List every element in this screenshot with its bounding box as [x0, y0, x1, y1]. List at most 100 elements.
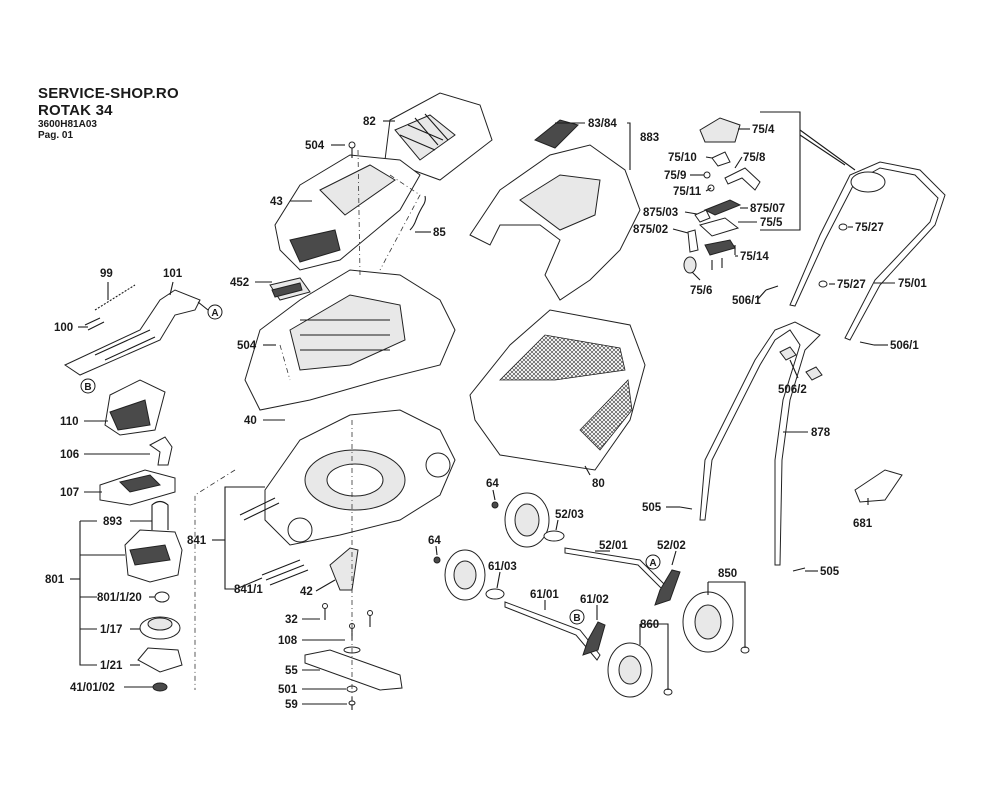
- label-1-17: 1/17: [100, 624, 122, 636]
- label-875-07: 875/07: [750, 203, 785, 215]
- label-883: 883: [640, 132, 659, 144]
- label-452: 452: [230, 277, 249, 289]
- part-83-84-handle-cover: [534, 119, 579, 149]
- part-52-01-axle: [564, 547, 666, 591]
- part-107-plate: [99, 469, 176, 506]
- label-75-27-lower: 75/27: [837, 279, 866, 291]
- label-878: 878: [811, 427, 831, 439]
- leader-lines: [70, 120, 895, 705]
- label-52-01: 52/01: [599, 540, 628, 552]
- label-506-1-mid: 506/1: [732, 295, 761, 307]
- part-64-nut-a: [491, 501, 499, 509]
- part-52-02-lever: [654, 569, 681, 606]
- part-32-screws: [322, 603, 373, 627]
- part-75-14-bracket: [704, 239, 736, 256]
- label-42: 42: [300, 586, 313, 598]
- label-875-02: 875/02: [633, 224, 668, 236]
- callout-a-top: A: [207, 304, 223, 320]
- part-101-height-lever: [63, 289, 201, 376]
- label-43: 43: [270, 196, 283, 208]
- label-59: 59: [285, 699, 298, 711]
- part-875-07-cable: [703, 199, 742, 216]
- part-75-6-plug: [683, 256, 697, 274]
- label-85: 85: [433, 227, 446, 239]
- label-75-11: 75/11: [673, 186, 702, 198]
- part-860-wheel: [607, 642, 673, 698]
- part-61-03-bushing: [485, 588, 505, 600]
- alignment-lines: [194, 111, 856, 705]
- label-75-27-upper: 75/27: [855, 222, 884, 234]
- label-75-4: 75/4: [752, 124, 775, 136]
- label-1-21: 1/21: [100, 660, 123, 672]
- part-110-cover: [104, 379, 166, 436]
- part-wheel-rear-left: [504, 492, 550, 548]
- part-75-27-cap-b: [818, 280, 828, 288]
- part-55-blade: [304, 649, 403, 691]
- model-name: ROTAK 34: [38, 102, 113, 119]
- label-64-a: 64: [486, 478, 499, 490]
- part-106-bracket: [149, 436, 173, 466]
- part-875-03-clamp: [694, 209, 711, 223]
- label-801: 801: [45, 574, 65, 586]
- svg-text:B: B: [573, 613, 580, 624]
- label-61-02: 61/02: [580, 594, 609, 606]
- part-85-spring: [409, 195, 426, 231]
- part-75-10-switch: [711, 151, 731, 167]
- label-501: 501: [278, 684, 298, 696]
- label-75-8: 75/8: [743, 152, 766, 164]
- label-505-left: 505: [642, 502, 662, 514]
- part-875-02-cable: [687, 229, 699, 253]
- label-505-right: 505: [820, 566, 840, 578]
- part-82-top-cover: [384, 92, 493, 181]
- part-841-1-comb-upper: [239, 497, 280, 521]
- part-505-screw-a: [679, 506, 693, 510]
- part-878-lower-handle: [699, 321, 821, 566]
- label-75-10: 75/10: [668, 152, 697, 164]
- label-107: 107: [60, 487, 79, 499]
- part-75-4-switch-cover: [699, 117, 741, 143]
- label-32: 32: [285, 614, 298, 626]
- part-41-01-02-washer: [152, 682, 168, 692]
- part-wheel-front-left: [444, 549, 486, 601]
- shop-name: SERVICE-SHOP.RO: [38, 85, 179, 102]
- label-893: 893: [103, 516, 122, 528]
- label-506-1-right: 506/1: [890, 340, 919, 352]
- part-handle-grip: [850, 171, 886, 193]
- label-801-1-20: 801/1/20: [97, 592, 142, 604]
- label-106: 106: [60, 449, 79, 461]
- label-504-mid: 504: [237, 340, 257, 352]
- part-452-switch: [269, 277, 311, 301]
- part-61-01-axle: [504, 601, 601, 661]
- part-100-pin: [84, 317, 105, 331]
- part-75-9-spring: [703, 171, 711, 179]
- label-75-14: 75/14: [740, 251, 769, 263]
- part-1-17-fan: [139, 616, 181, 640]
- page-number: Pag. 01: [38, 130, 74, 141]
- callout-a-right: A: [645, 554, 661, 570]
- part-801-motor: [124, 529, 183, 583]
- part-841-deck: [264, 409, 456, 546]
- label-841-1: 841/1: [234, 584, 263, 596]
- part-61-02-lever: [582, 621, 606, 656]
- part-506-2-clamp-b: [805, 366, 823, 381]
- part-75-8-lever: [724, 167, 761, 191]
- label-875-03: 875/03: [643, 207, 678, 219]
- label-504-top: 504: [305, 140, 325, 152]
- part-883-rear-cover: [469, 144, 641, 301]
- label-110: 110: [60, 416, 79, 428]
- drawing-code: 3600H81A03: [38, 119, 97, 130]
- label-82: 82: [363, 116, 376, 128]
- label-101: 101: [163, 268, 183, 280]
- part-75-27-cap-a: [838, 223, 848, 231]
- label-99: 99: [100, 268, 113, 280]
- label-55: 55: [285, 665, 298, 677]
- part-40-main-housing: [244, 269, 456, 411]
- part-681-cable-clip: [854, 469, 903, 503]
- part-switch-screws: [711, 245, 736, 270]
- label-108: 108: [278, 635, 298, 647]
- label-841: 841: [187, 535, 207, 547]
- svg-text:A: A: [211, 308, 218, 319]
- part-505-screw-b: [792, 567, 806, 572]
- part-506-1-bolt-a: [765, 285, 779, 291]
- part-841-1-comb: [261, 559, 309, 586]
